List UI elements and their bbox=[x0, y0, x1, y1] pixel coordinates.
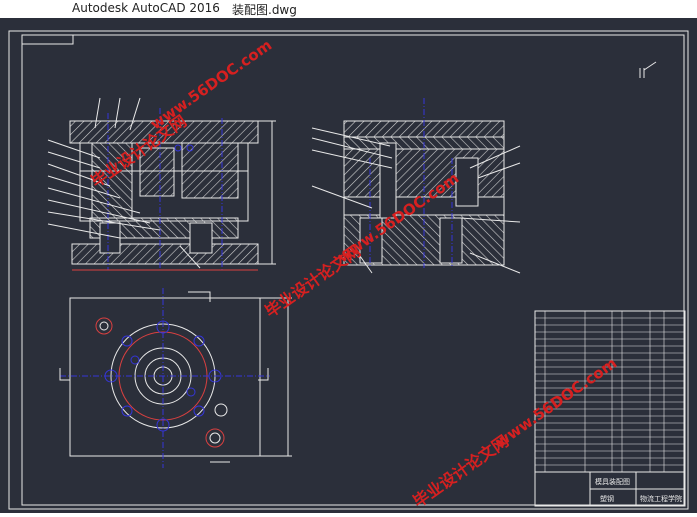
app-title: Autodesk AutoCAD 2016 bbox=[72, 1, 220, 15]
window-titlebar: Autodesk AutoCAD 2016 装配图.dwg bbox=[0, 0, 697, 18]
side-section-view bbox=[311, 98, 521, 274]
frame-tab bbox=[21, 35, 74, 45]
title-block-material: 塑钢 bbox=[600, 494, 614, 503]
title-block-school: 物流工程学院 bbox=[640, 494, 682, 503]
title-block: 模具装配图 塑钢 物流工程学院 bbox=[534, 310, 686, 507]
drawing-svg: 模具装配图 塑钢 物流工程学院 毕业设计论文网 www.56DOC.com 毕业… bbox=[8, 30, 689, 511]
watermark-group: 毕业设计论文网 www.56DOC.com 毕业设计论文网 www.56DOC.… bbox=[87, 36, 620, 511]
plan-view bbox=[59, 288, 292, 468]
roughness-mark bbox=[639, 61, 657, 78]
drawing-frame-inner bbox=[21, 34, 685, 506]
title-block-name: 模具装配图 bbox=[595, 477, 630, 486]
drawing-frame-outer bbox=[8, 30, 689, 510]
watermark-url: www.56DOC.com bbox=[492, 354, 620, 451]
file-name: 装配图.dwg bbox=[232, 3, 297, 17]
watermark-url: www.56DOC.com bbox=[147, 36, 275, 133]
drawing-canvas[interactable]: 模具装配图 塑钢 物流工程学院 毕业设计论文网 www.56DOC.com 毕业… bbox=[0, 18, 697, 513]
front-section-view bbox=[47, 97, 276, 271]
